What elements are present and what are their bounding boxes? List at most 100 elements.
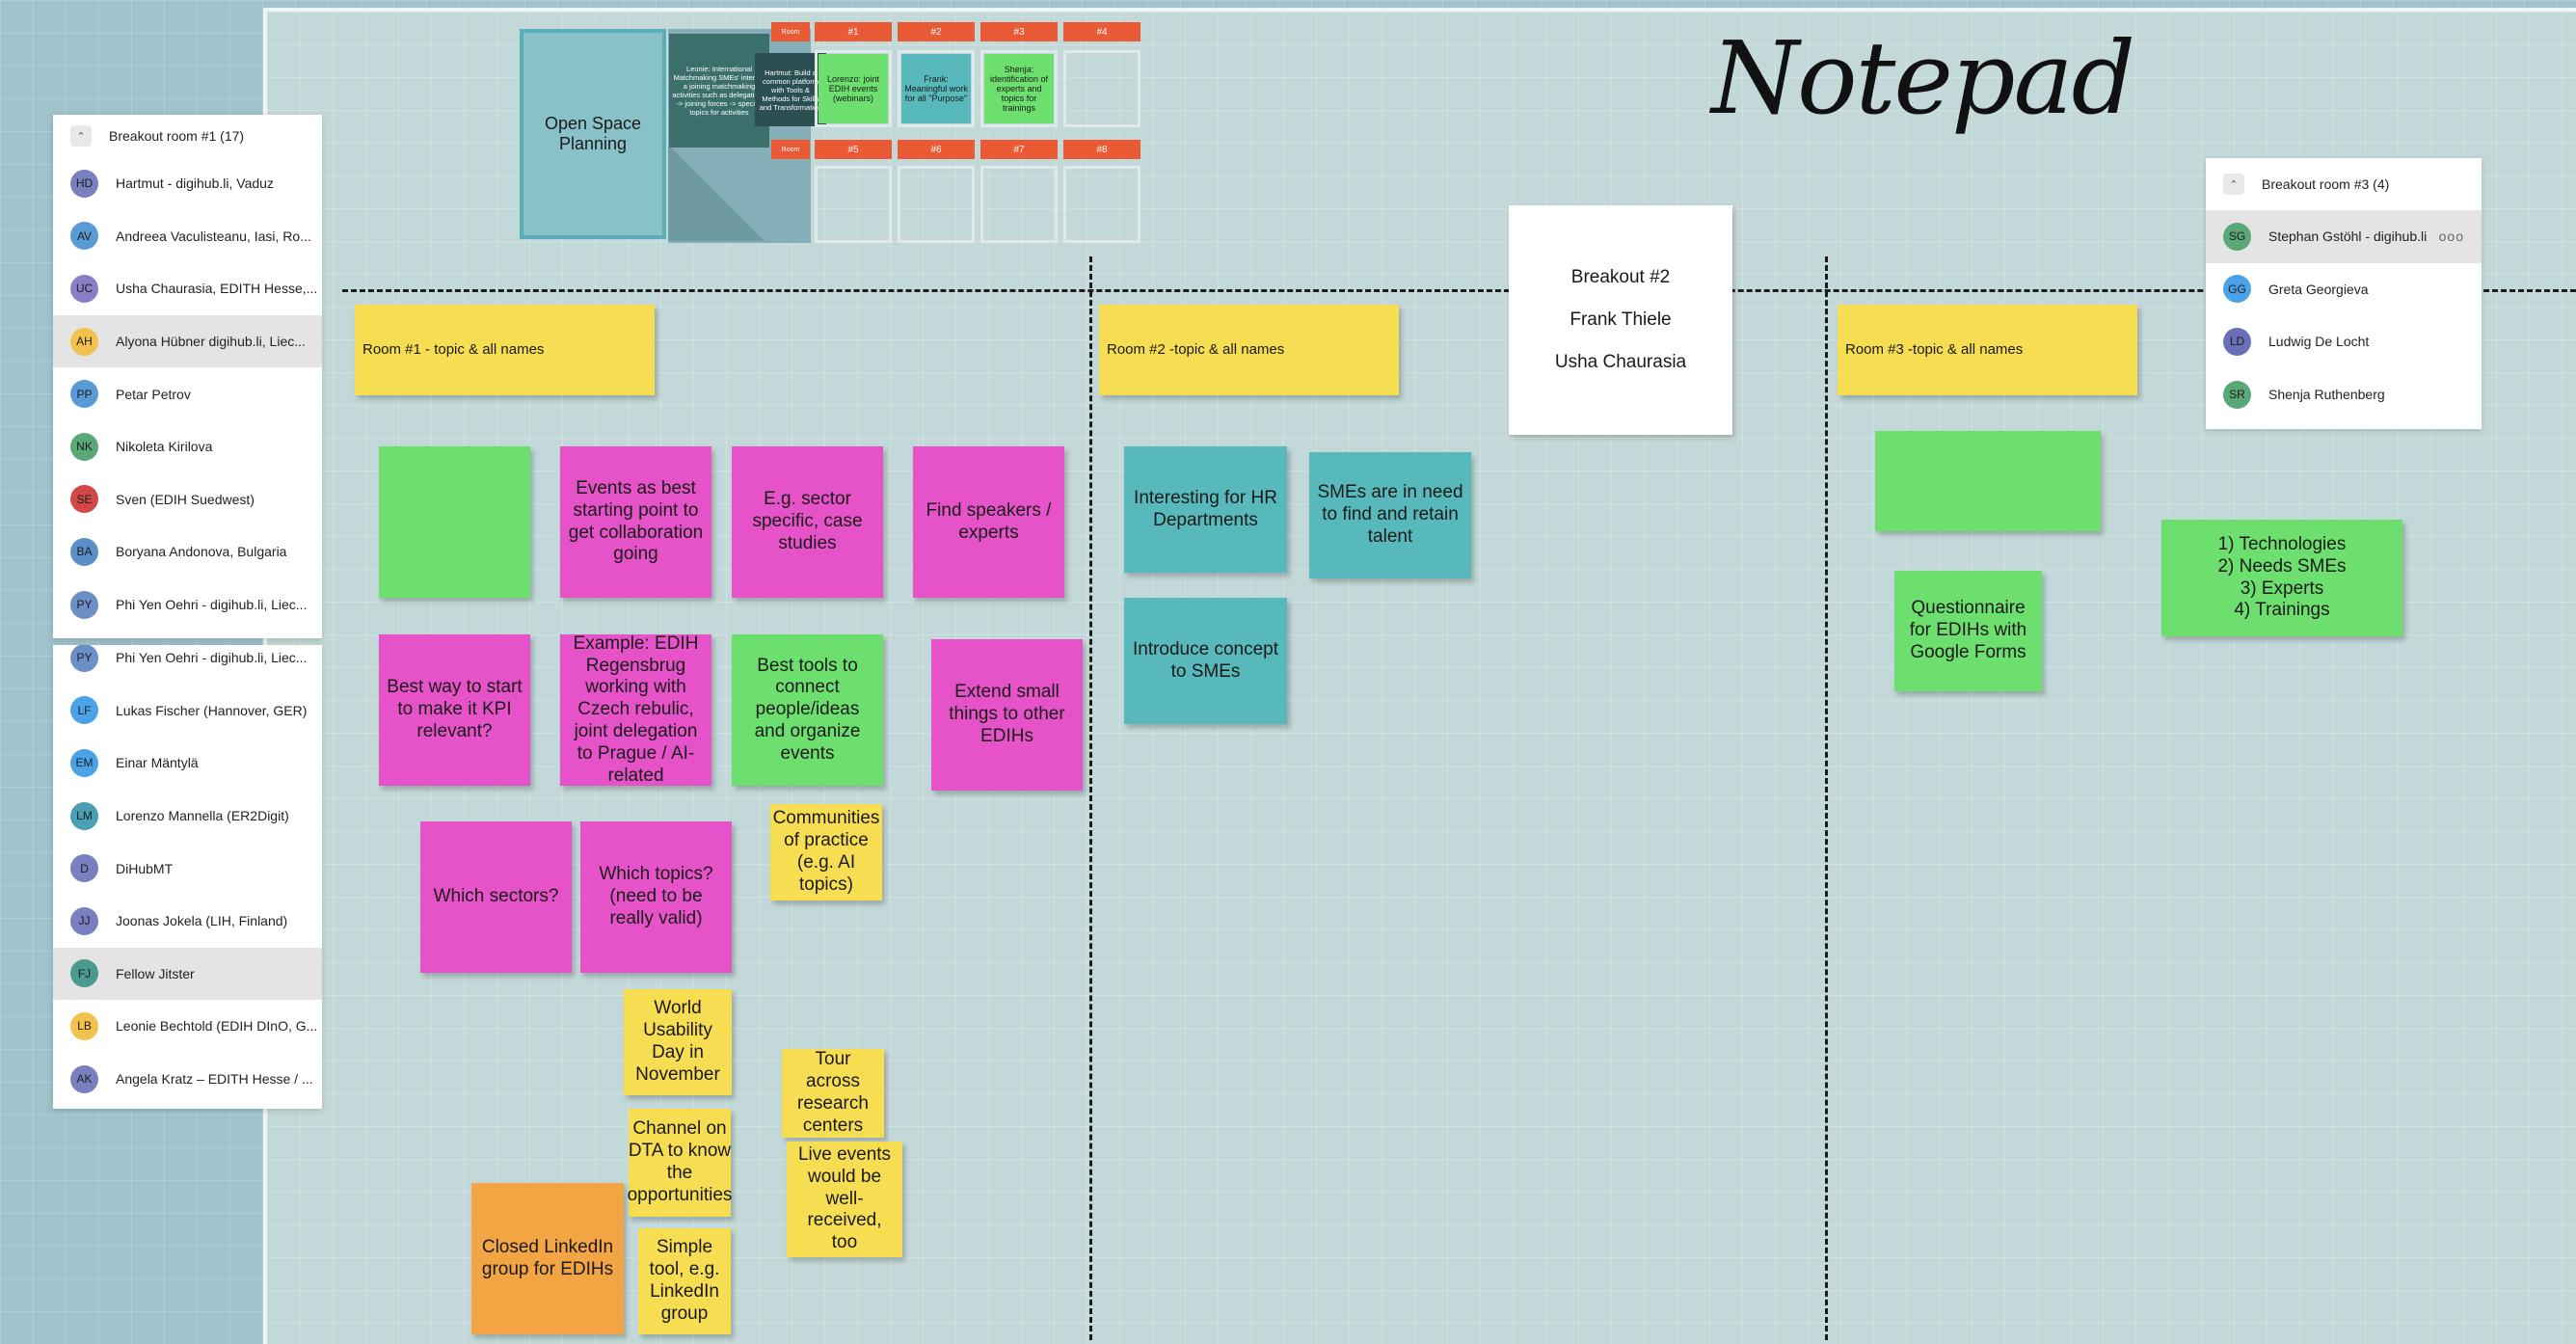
breakout2-card[interactable]: Breakout #2 Frank Thiele Usha Chaurasia (1509, 205, 1732, 435)
sticky-leonie[interactable]: Leonie: International Matchmaking SMEs' … (669, 34, 769, 148)
horizontal-divider (342, 289, 2576, 292)
mini-sticky-shenja[interactable]: Shenja: identification of experts and to… (984, 54, 1054, 123)
room3-label[interactable]: Room #3 -topic & all names (1838, 305, 2137, 395)
avatar: SE (70, 485, 98, 514)
sticky-questionnaire[interactable]: Questionnaire for EDIHs with Google Form… (1894, 571, 2042, 691)
participant-row[interactable]: NK Nikoleta Kirilova (53, 420, 322, 473)
sticky-best-tools[interactable]: Best tools to connect people/ideas and o… (732, 634, 883, 786)
participant-name: Usha Chaurasia, EDITH Hesse,... (116, 281, 318, 297)
participant-name: Fellow Jitster (116, 965, 195, 981)
sticky-example-edih[interactable]: Example: EDIH Regensbrug working with Cz… (560, 633, 711, 786)
participant-name: Angela Kratz – EDITH Hesse / ... (116, 1071, 313, 1088)
more-options-icon[interactable]: ooo (2438, 228, 2464, 245)
participant-name: Nikoleta Kirilova (116, 439, 213, 455)
avatar: NK (70, 432, 98, 461)
sticky-technologies[interactable]: 1) Technologies 2) Needs SMEs 3) Experts… (2161, 520, 2402, 636)
mini-slot-6[interactable] (898, 166, 975, 243)
avatar: AH (70, 327, 98, 356)
mini-slot-7[interactable] (980, 166, 1058, 243)
avatar: AV (70, 222, 98, 251)
avatar: D (70, 854, 98, 883)
participant-name: Boryana Andonova, Bulgaria (116, 544, 287, 560)
sticky-extend-small[interactable]: Extend small things to other EDIHs (931, 639, 1083, 791)
chevron-up-icon[interactable]: ⌃ (70, 125, 92, 147)
mini-slot-5[interactable] (815, 166, 892, 243)
sticky-channel-dta[interactable]: Channel on DTA to know the opportunities (628, 1109, 732, 1217)
avatar: LD (2223, 327, 2251, 356)
participant-row[interactable]: LF Lukas Fischer (Hannover, GER) (53, 685, 322, 738)
mini-slot-4[interactable] (1063, 50, 1140, 127)
avatar: LF (70, 696, 98, 725)
sticky-empty-green[interactable] (379, 446, 530, 598)
participant-row[interactable]: FJ Fellow Jitster (53, 947, 322, 1001)
avatar: PY (70, 590, 98, 619)
participant-row[interactable]: BA Boryana Andonova, Bulgaria (53, 525, 322, 578)
sticky-introduce-concept[interactable]: Introduce concept to SMEs (1124, 598, 1287, 724)
breakout-room1-header[interactable]: ⌃ Breakout room #1 (17) (53, 115, 322, 157)
mini-head-room: Room (771, 22, 810, 41)
breakout-room3-header[interactable]: ⌃ Breakout room #3 (4) (2206, 158, 2482, 210)
open-space-planning-frame[interactable]: Open Space Planning (520, 29, 666, 239)
avatar: HD (70, 169, 98, 198)
room2-label[interactable]: Room #2 -topic & all names (1099, 305, 1399, 395)
participant-row[interactable]: AK Angela Kratz – EDITH Hesse / ... (53, 1053, 322, 1106)
avatar: LB (70, 1011, 98, 1040)
sticky-interesting-hr[interactable]: Interesting for HR Departments (1124, 446, 1287, 573)
mini-slot-2[interactable] (898, 50, 975, 127)
sticky-world-usability[interactable]: World Usability Day in November (624, 989, 732, 1095)
mini-head-2: #2 (898, 22, 975, 41)
participant-name: Einar Mäntylä (116, 755, 199, 771)
sticky-hartmut[interactable]: Hartmut: Build a common platform with To… (755, 53, 826, 126)
participant-name: Greta Georgieva (2268, 281, 2369, 297)
mini-sticky-lorenzo[interactable]: Lorenzo: joint EDIH events (webinars) (818, 54, 888, 123)
participant-name: Lukas Fischer (Hannover, GER) (116, 702, 308, 718)
sticky-find-speakers[interactable]: Find speakers / experts (913, 446, 1064, 598)
sticky-best-way-kpi[interactable]: Best way to start to make it KPI relevan… (379, 634, 530, 786)
breakout2-name-1: Frank Thiele (1570, 309, 1672, 330)
avatar: AK (70, 1064, 98, 1093)
sticky-tour-across[interactable]: Tour across research centers (782, 1049, 884, 1138)
mini-slot-1[interactable] (815, 50, 892, 127)
mini-sticky-frank[interactable]: Frank: Meaningful work for all "Purpose" (901, 54, 971, 123)
sticky-live-events[interactable]: Live events would be well-received, too (787, 1142, 902, 1257)
sticky-events-best[interactable]: Events as best starting point to get col… (560, 446, 711, 598)
sticky-closed-linkedin[interactable]: Closed LinkedIn group for EDIHs (471, 1183, 624, 1334)
mini-slot-3[interactable] (980, 50, 1058, 127)
avatar: FJ (70, 959, 98, 988)
breakout2-title: Breakout #2 (1570, 267, 1671, 287)
sticky-which-topics[interactable]: Which topics? (need to be really valid) (580, 821, 732, 973)
avatar: BA (70, 537, 98, 566)
sticky-communities[interactable]: Communities of practice (e.g. AI topics) (770, 804, 882, 900)
sticky-eg-sector[interactable]: E.g. sector specific, case studies (732, 446, 883, 598)
sticky-simple-tool[interactable]: Simple tool, e.g. LinkedIn group (638, 1228, 731, 1334)
mini-slot-8[interactable] (1063, 166, 1140, 243)
participant-name: Phi Yen Oehri - digihub.li, Liec... (116, 597, 308, 613)
mini-head-1: #1 (815, 22, 892, 41)
sticky-empty-green-room3[interactable] (1875, 431, 2101, 531)
participant-name: Stephan Gstöhl - digihub.li (2268, 228, 2428, 245)
chevron-up-icon[interactable]: ⌃ (2223, 174, 2244, 195)
participant-row[interactable]: PY Phi Yen Oehri - digihub.li, Liec... (53, 578, 322, 632)
sticky-smes-need[interactable]: SMEs are in need to find and retain tale… (1309, 452, 1471, 578)
mini-head-3: #3 (980, 22, 1058, 41)
room1-label[interactable]: Room #1 - topic & all names (355, 305, 655, 395)
sticky-which-sectors[interactable]: Which sectors? (420, 821, 572, 973)
